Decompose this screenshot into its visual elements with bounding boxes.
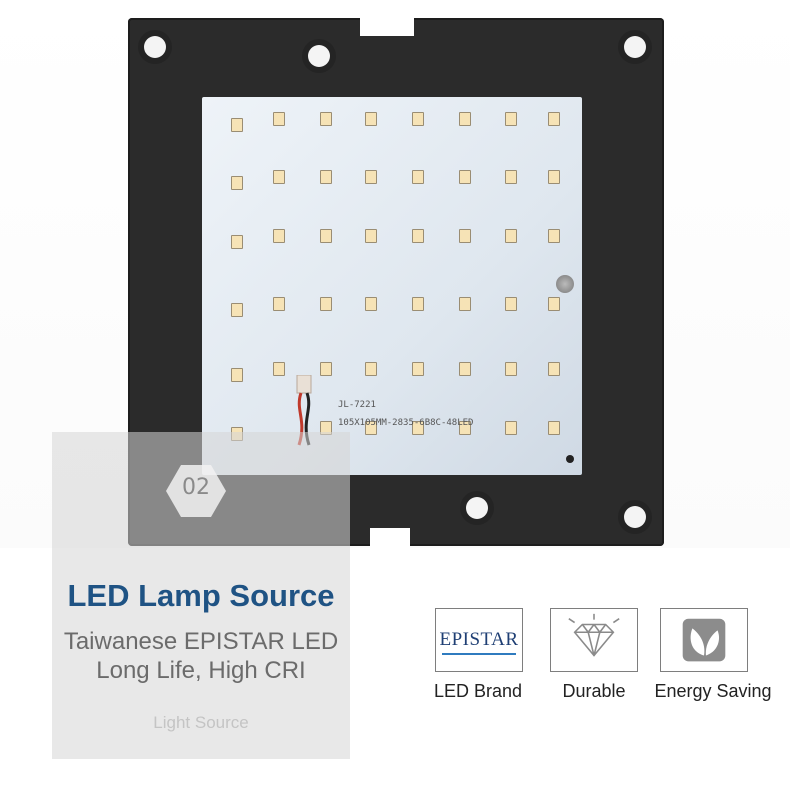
led-chip bbox=[459, 421, 471, 435]
led-chip bbox=[548, 362, 560, 376]
led-chip bbox=[548, 170, 560, 184]
led-chip bbox=[365, 229, 377, 243]
led-chip bbox=[273, 112, 285, 126]
led-chip bbox=[273, 229, 285, 243]
led-chip bbox=[365, 170, 377, 184]
led-chip bbox=[505, 421, 517, 435]
led-chip bbox=[459, 170, 471, 184]
led-chip bbox=[459, 229, 471, 243]
led-chip bbox=[320, 170, 332, 184]
screw bbox=[556, 275, 574, 293]
feature-label-durable: Durable bbox=[562, 681, 626, 701]
led-chip bbox=[412, 170, 424, 184]
pcb-spec-label: 105X105MM-2835-6B8C-48LED bbox=[338, 418, 474, 428]
led-chip bbox=[505, 362, 517, 376]
pcb-model-label: JL-7221 bbox=[338, 400, 376, 410]
led-chip bbox=[320, 362, 332, 376]
product-photo: JL-7221 105X105MM-2835-6B8C-48LED bbox=[0, 0, 790, 548]
led-chip bbox=[231, 368, 243, 382]
mount-hole bbox=[308, 45, 330, 67]
led-chip bbox=[365, 421, 377, 435]
led-chip bbox=[231, 303, 243, 317]
led-chip bbox=[231, 235, 243, 249]
epistar-logo-icon: EPISTAR bbox=[439, 629, 519, 650]
led-chip bbox=[365, 112, 377, 126]
led-chip bbox=[273, 297, 285, 311]
feature-label-brand: LED Brand bbox=[433, 681, 523, 701]
led-chip bbox=[548, 421, 560, 435]
housing-notch bbox=[370, 528, 410, 548]
feature-label-energy: Energy Saving bbox=[654, 681, 772, 701]
led-chip bbox=[505, 297, 517, 311]
led-chip bbox=[412, 112, 424, 126]
led-chip bbox=[320, 112, 332, 126]
led-chip bbox=[273, 170, 285, 184]
led-circuit-board bbox=[202, 97, 582, 475]
feature-energy-box bbox=[660, 608, 748, 672]
mount-hole bbox=[624, 506, 646, 528]
diamond-icon bbox=[568, 613, 620, 657]
section-caption: Light Source bbox=[153, 713, 249, 732]
solder-pad bbox=[566, 455, 574, 463]
mount-hole bbox=[624, 36, 646, 58]
led-chip bbox=[548, 229, 560, 243]
led-chip bbox=[273, 362, 285, 376]
description-line-2: Long Life, High CRI bbox=[96, 657, 306, 684]
led-chip bbox=[548, 112, 560, 126]
housing-notch bbox=[360, 18, 414, 36]
section-number: 02 bbox=[182, 475, 210, 500]
led-chip bbox=[365, 297, 377, 311]
led-chip bbox=[412, 229, 424, 243]
description-line-1: Taiwanese EPISTAR LED bbox=[63, 628, 339, 655]
led-chip bbox=[548, 297, 560, 311]
led-chip bbox=[412, 297, 424, 311]
section-title: LED Lamp Source bbox=[67, 578, 335, 613]
hexagon-icon bbox=[166, 465, 226, 517]
led-chip bbox=[505, 229, 517, 243]
leaves-icon bbox=[682, 618, 726, 662]
led-chip bbox=[412, 362, 424, 376]
led-chip bbox=[459, 362, 471, 376]
mount-hole bbox=[466, 497, 488, 519]
mount-hole bbox=[144, 36, 166, 58]
led-chip bbox=[459, 112, 471, 126]
led-chip bbox=[320, 297, 332, 311]
logo-underline bbox=[442, 653, 516, 655]
led-chip bbox=[231, 118, 243, 132]
led-chip bbox=[505, 170, 517, 184]
led-chip bbox=[320, 229, 332, 243]
led-chip bbox=[365, 362, 377, 376]
led-chip bbox=[459, 297, 471, 311]
led-chip bbox=[505, 112, 517, 126]
led-chip bbox=[231, 176, 243, 190]
feature-brand-box: EPISTAR bbox=[435, 608, 523, 672]
led-chip bbox=[412, 421, 424, 435]
feature-durable-box bbox=[550, 608, 638, 672]
